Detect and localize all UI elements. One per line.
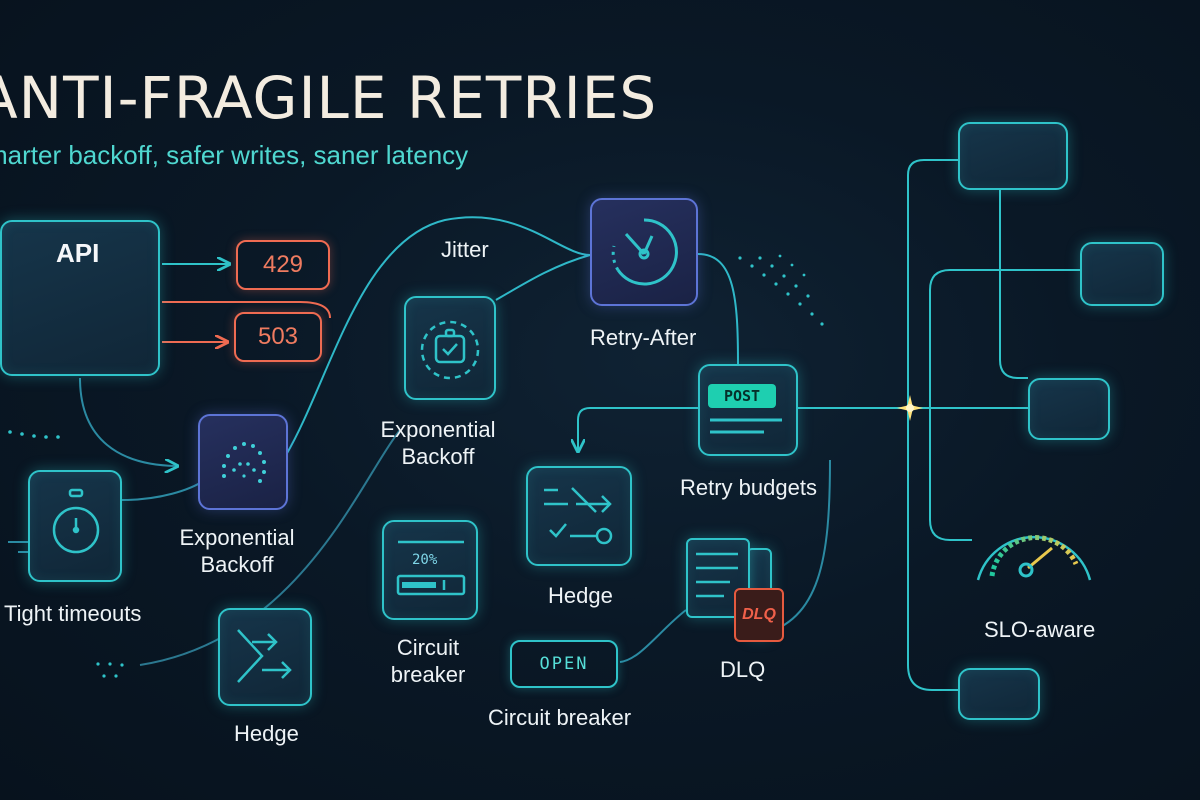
hedge-arrows-icon	[237, 629, 292, 683]
hub-spark-icon	[897, 395, 923, 421]
breaker-percent: 20%	[412, 552, 438, 568]
tree-box-top	[958, 122, 1068, 190]
hedge-mid-label: Hedge	[548, 583, 613, 608]
dlq-label: DLQ	[720, 657, 766, 682]
exp-backoff-card-mid	[198, 414, 288, 510]
api-to-backoff	[79, 377, 176, 466]
dotted-spinner-icon	[222, 442, 266, 483]
dlq-tag: DLQ	[734, 588, 784, 642]
post-method-tag: POST	[708, 384, 776, 408]
slo-aware-label: SLO-aware	[984, 617, 1096, 642]
stopwatch-icon	[52, 488, 100, 554]
hedge-card-mid	[526, 466, 632, 566]
open-label: OPEN	[539, 654, 589, 674]
circuit-open-pill: OPEN	[510, 640, 618, 688]
retry-after-label: Retry-After	[590, 325, 697, 350]
progress-meter-icon	[396, 540, 466, 596]
exp-backoff-mid-label: Exponential Backoff	[179, 525, 295, 577]
circuit-breaker-card	[382, 520, 478, 620]
api-card	[0, 220, 160, 376]
status-badge-429: 429	[236, 240, 330, 290]
page-title: ANTI-FRAGILE RETRIES	[0, 64, 658, 132]
hedge-switch-icon	[544, 487, 613, 545]
exp-backoff-card-top	[404, 296, 496, 400]
circuit-breaker-card-label: Circuit breaker	[390, 635, 466, 687]
hub-trunk	[907, 175, 958, 691]
page-subtitle: marter backoff, safer writes, saner late…	[0, 140, 469, 170]
exp-backoff-top-label: Exponential Backoff	[380, 417, 496, 469]
tree-box-right	[1080, 242, 1164, 306]
clock-timer-icon	[420, 320, 480, 380]
retry-budgets-label: Retry budgets	[680, 475, 817, 500]
retry-budgets-card	[698, 364, 798, 456]
api-label: API	[56, 238, 100, 268]
tree-box-mid	[1028, 378, 1110, 440]
curve-lower	[139, 429, 401, 666]
curve-to-retry-after	[285, 216, 591, 456]
clock-icon	[611, 218, 678, 286]
api-red-line	[162, 301, 331, 319]
tight-timeouts-label: Tight timeouts	[4, 601, 142, 626]
slo-gauge-icon	[976, 535, 1092, 581]
status-badge-503: 503	[234, 312, 322, 362]
dlq-lines-icon	[696, 552, 738, 598]
document-lines-icon	[710, 418, 782, 434]
hedge-bottom-label: Hedge	[234, 721, 299, 746]
tree-box-bottom	[958, 668, 1040, 720]
hedge-card-bottom	[218, 608, 312, 706]
jitter-label: Jitter	[441, 237, 489, 262]
circuit-breaker-pill-label: Circuit breaker	[488, 705, 632, 730]
